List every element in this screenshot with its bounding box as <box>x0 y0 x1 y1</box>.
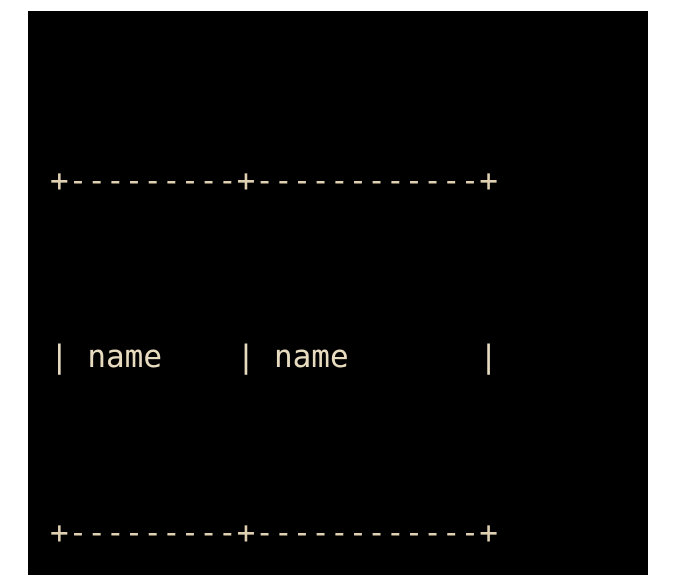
table-header-separator: +---------+------------+ <box>50 515 498 551</box>
table-header-row: | name | name | <box>50 339 498 375</box>
table-top-border: +---------+------------+ <box>50 163 498 199</box>
terminal-window[interactable]: +---------+------------+ | name | name |… <box>28 11 648 575</box>
terminal-output: +---------+------------+ | name | name |… <box>50 27 498 575</box>
